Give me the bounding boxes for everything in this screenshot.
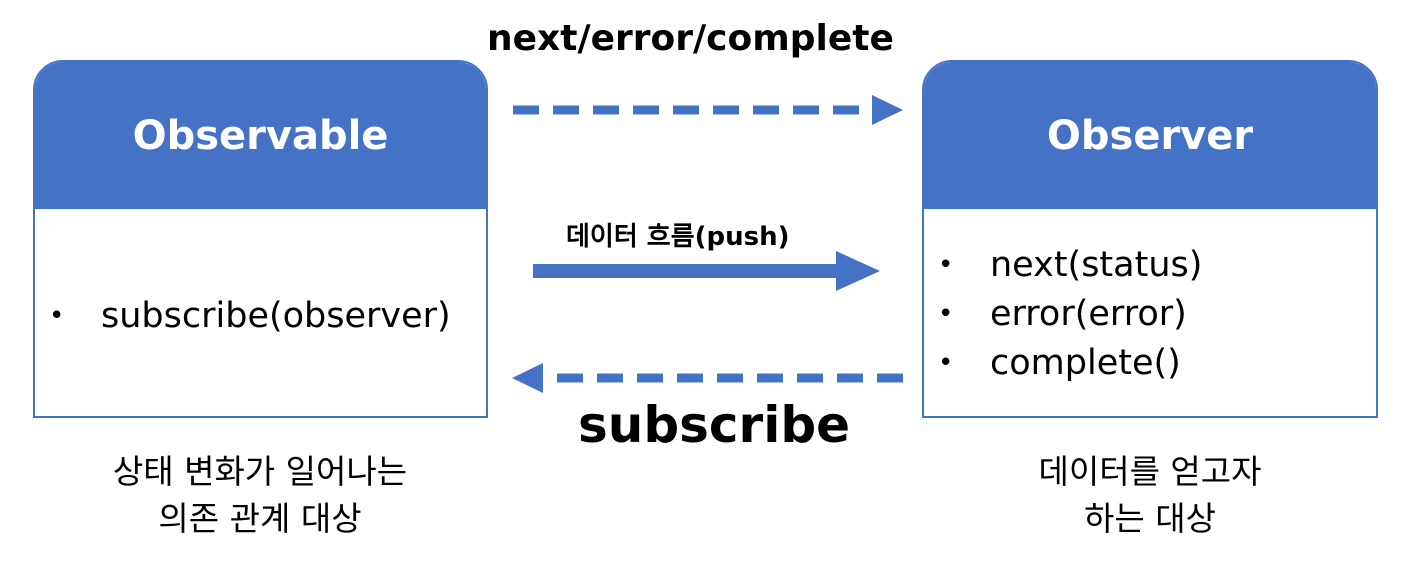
- method-item: • next(status): [924, 241, 1376, 290]
- notify-arrow-label: next/error/complete: [487, 18, 894, 59]
- notify-arrow: [513, 95, 903, 125]
- bullet-icon: •: [49, 301, 65, 331]
- notify-arrow-head: [872, 95, 903, 125]
- method-label: next(status): [990, 245, 1203, 285]
- observer-caption-line: 하는 대상: [1084, 499, 1216, 538]
- method-item: • complete(): [924, 339, 1376, 388]
- observer-caption-line: 데이터를 얻고자: [1038, 452, 1262, 491]
- subscribe-arrow-label: subscribe: [578, 396, 851, 454]
- observable-caption: 상태 변화가 일어나는 의존 관계 대상: [60, 448, 460, 542]
- bullet-icon: •: [938, 250, 954, 280]
- method-label: subscribe(observer): [101, 296, 451, 336]
- method-label: error(error): [990, 294, 1187, 334]
- method-item: • error(error): [924, 290, 1376, 339]
- observable-method-list: • subscribe(observer): [35, 292, 486, 341]
- bullet-icon: •: [938, 348, 954, 378]
- bullet-icon: •: [938, 299, 954, 329]
- observable-box: Observable • subscribe(observer): [33, 60, 488, 418]
- subscribe-arrow-head: [512, 363, 543, 393]
- observable-title: Observable: [35, 62, 486, 209]
- observer-caption: 데이터를 얻고자 하는 대상: [950, 448, 1350, 542]
- push-arrow-head: [836, 251, 880, 291]
- push-arrow: [533, 251, 880, 291]
- observable-caption-line: 상태 변화가 일어나는: [112, 452, 408, 491]
- observable-caption-line: 의존 관계 대상: [158, 499, 362, 538]
- observer-title: Observer: [924, 62, 1376, 209]
- method-item: • subscribe(observer): [35, 292, 486, 341]
- subscribe-arrow: [512, 363, 903, 393]
- push-arrow-label: 데이터 흐름(push): [566, 222, 790, 252]
- method-label: complete(): [990, 343, 1181, 383]
- observer-box: Observer • next(status) • error(error) •…: [922, 60, 1378, 418]
- observer-method-list: • next(status) • error(error) • complete…: [924, 241, 1376, 388]
